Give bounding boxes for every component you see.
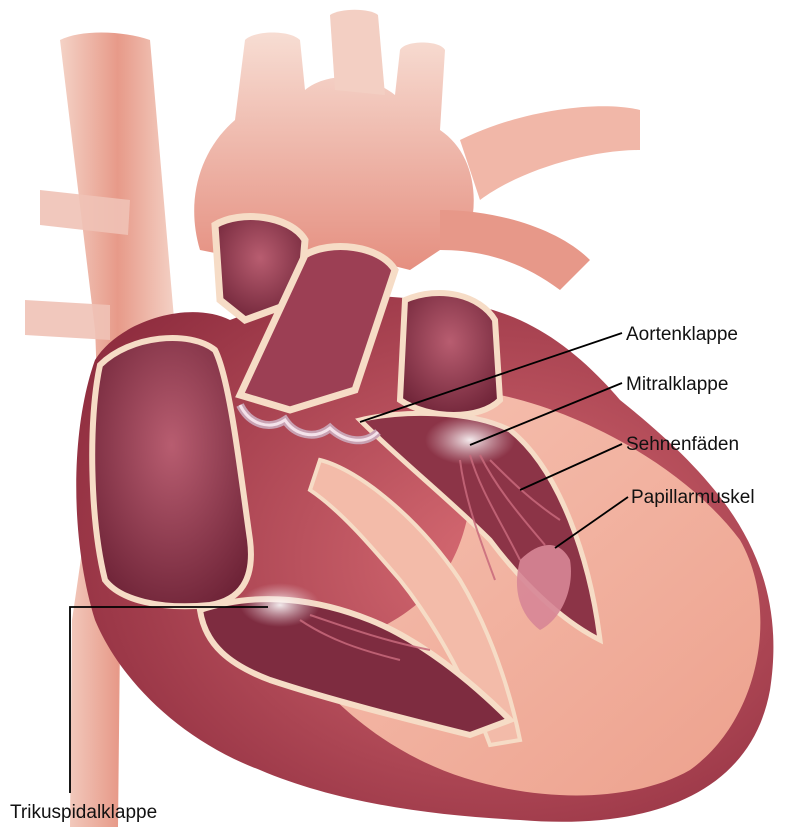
label-tricuspid-valve: Trikuspidalklappe bbox=[10, 802, 157, 823]
right-atrium bbox=[92, 338, 251, 606]
left-atrium bbox=[400, 293, 500, 415]
label-chordae: Sehnenfäden bbox=[626, 434, 739, 455]
label-aortic-valve: Aortenklappe bbox=[626, 324, 738, 345]
tricuspid-valve-graphic bbox=[240, 583, 320, 627]
label-papillary-muscle: Papillarmuskel bbox=[631, 487, 755, 508]
label-mitral-valve: Mitralklappe bbox=[626, 374, 728, 395]
